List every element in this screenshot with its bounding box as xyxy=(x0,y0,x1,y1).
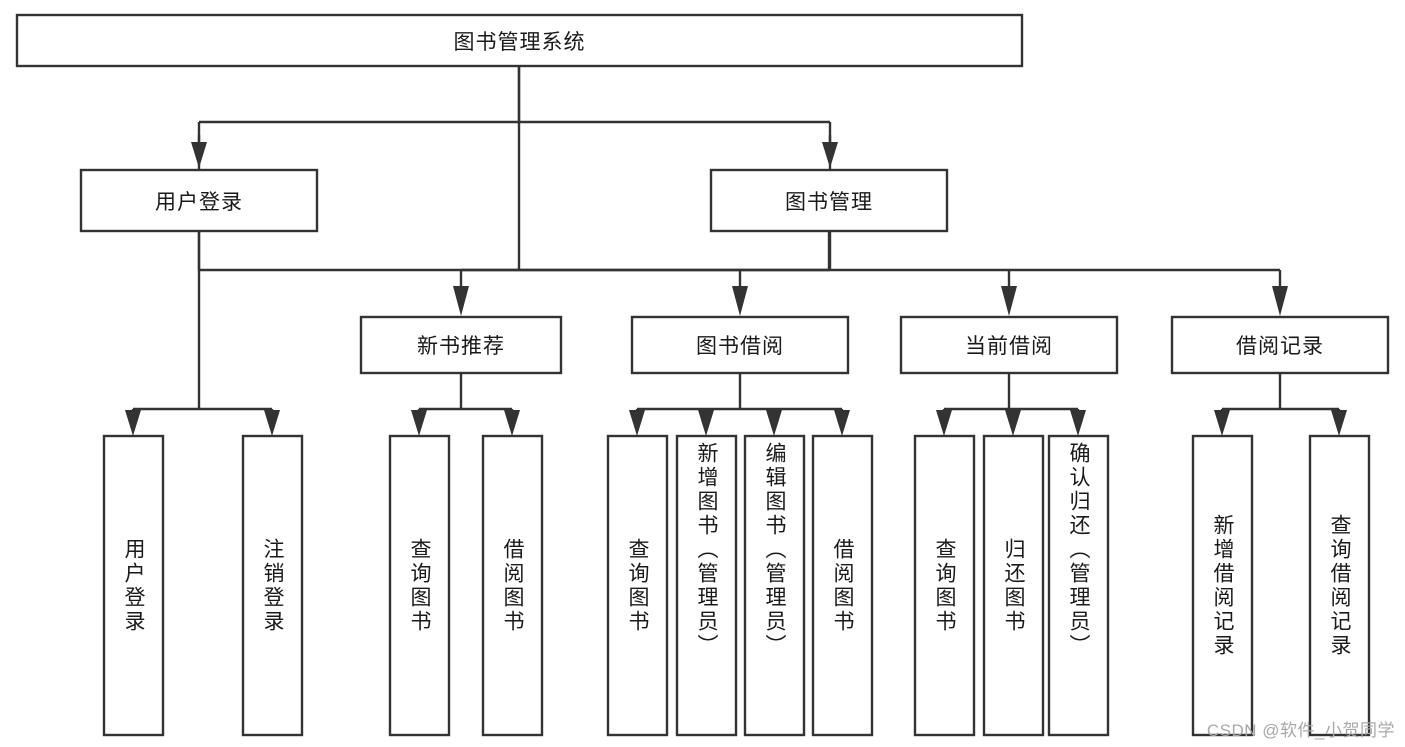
arrow-icon-to-leaf-return-book xyxy=(1005,410,1021,436)
connector-bookborrow-bus xyxy=(635,373,844,420)
node-leaf-query-book-1-box[interactable] xyxy=(388,434,451,737)
arrow-icon-to-new-book-rec xyxy=(453,286,469,316)
node-leaf-borrow-book-2-box[interactable] xyxy=(811,434,874,737)
arrow-icon-to-leaf-query-book-2 xyxy=(629,410,645,436)
node-leaf-confirm-return-box[interactable] xyxy=(1047,434,1110,737)
arrow-icon-to-leaf-confirm-return xyxy=(1070,410,1086,436)
arrow-icon-to-leaf-query-book-1 xyxy=(411,410,427,436)
node-borrow-record-box[interactable] xyxy=(1170,315,1390,375)
arrow-icon-to-leaf-add-record xyxy=(1214,410,1230,436)
arrow-icon-to-user-login xyxy=(191,142,207,168)
node-leaf-add-book-box[interactable] xyxy=(675,434,738,737)
node-leaf-edit-book-box[interactable] xyxy=(743,434,806,737)
node-leaf-user-login-box[interactable] xyxy=(102,434,165,737)
node-leaf-add-record-box[interactable] xyxy=(1191,434,1254,737)
arrow-icon-to-leaf-user-login xyxy=(125,410,141,436)
connector-borrowrecord-bus xyxy=(1220,373,1341,420)
connector-root-to-level1 xyxy=(197,66,832,272)
arrow-icon-to-current-borrow xyxy=(1001,286,1017,316)
node-leaf-logout-login-box[interactable] xyxy=(241,434,304,737)
node-book-borrow-box[interactable] xyxy=(630,315,850,375)
arrow-icon-to-book-manage xyxy=(822,142,838,168)
node-current-borrow-box[interactable] xyxy=(899,315,1119,375)
arrow-icon-to-leaf-edit-book xyxy=(766,410,782,436)
node-user-login-box[interactable] xyxy=(79,168,319,233)
node-leaf-query-book-2-box[interactable] xyxy=(606,434,669,737)
connector-bookmanage-bus xyxy=(459,231,1282,288)
arrow-icon-to-leaf-add-book xyxy=(698,410,714,436)
node-new-book-rec-box[interactable] xyxy=(359,315,563,375)
connector-userlogin-bus xyxy=(131,231,274,420)
node-leaf-borrow-book-1-box[interactable] xyxy=(481,434,544,737)
arrow-icon-to-leaf-query-record xyxy=(1331,410,1347,436)
node-book-manage-box[interactable] xyxy=(709,168,949,233)
arrow-icon-to-leaf-query-book-3 xyxy=(936,410,952,436)
arrow-icon-to-leaf-borrow-book-1 xyxy=(504,410,520,436)
arrow-icon-to-book-borrow xyxy=(732,286,748,316)
node-leaf-return-book-box[interactable] xyxy=(982,434,1045,737)
node-leaf-query-record-box[interactable] xyxy=(1308,434,1371,737)
node-leaf-query-book-3-box[interactable] xyxy=(913,434,976,737)
connector-root-bus xyxy=(197,66,832,146)
node-root-box[interactable] xyxy=(15,13,1024,68)
connector-newbookrec-bus xyxy=(417,373,514,420)
arrow-icon-to-leaf-logout-login xyxy=(264,410,280,436)
arrow-icon-to-leaf-borrow-book-2 xyxy=(834,410,850,436)
arrow-icon-to-borrow-record xyxy=(1272,286,1288,316)
